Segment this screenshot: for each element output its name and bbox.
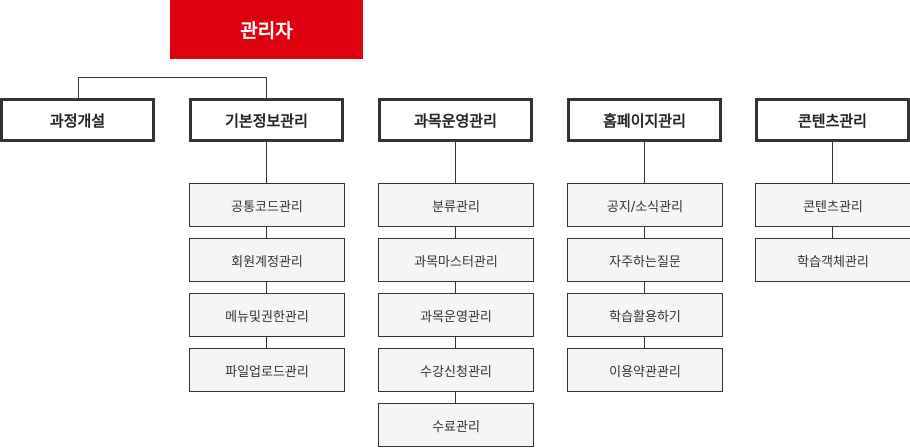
connector-line [78, 77, 267, 78]
connector-line [455, 142, 456, 183]
connector-line [266, 337, 267, 348]
sub-node: 분류관리 [378, 183, 534, 227]
sub-node: 메뉴및권한관리 [189, 293, 345, 337]
connector-line [455, 392, 456, 403]
connector-line [455, 282, 456, 293]
sub-node: 공지/소식관리 [567, 183, 723, 227]
sub-node: 수료관리 [378, 403, 534, 447]
connector-line [644, 142, 645, 183]
sub-node: 과목마스터관리 [378, 238, 534, 282]
connector-line [832, 227, 833, 238]
category-node: 콘텐츠관리 [755, 98, 910, 142]
connector-line [266, 142, 267, 183]
connector-line [644, 337, 645, 348]
sub-node: 수강신청관리 [378, 348, 534, 392]
sub-node: 공통코드관리 [189, 183, 345, 227]
category-node: 기본정보관리 [189, 98, 344, 142]
connector-line [455, 337, 456, 348]
sub-node: 과목운영관리 [378, 293, 534, 337]
sub-node: 콘텐츠관리 [755, 183, 910, 227]
connector-line [266, 227, 267, 238]
sub-node: 자주하는질문 [567, 238, 723, 282]
connector-line [455, 227, 456, 238]
sub-node: 학습활용하기 [567, 293, 723, 337]
sub-node: 학습객체관리 [755, 238, 910, 282]
connector-line [644, 227, 645, 238]
connector-line [266, 77, 267, 98]
category-node: 과목운영관리 [378, 98, 533, 142]
root-node-admin: 관리자 [170, 0, 363, 59]
sub-node: 이용약관관리 [567, 348, 723, 392]
sub-node: 파일업로드관리 [189, 348, 345, 392]
connector-line [78, 77, 79, 98]
category-node: 과정개설 [0, 98, 155, 142]
connector-line [832, 142, 833, 183]
connector-line [266, 282, 267, 293]
connector-line [644, 282, 645, 293]
category-node: 홈페이지관리 [567, 98, 722, 142]
sub-node: 회원계정관리 [189, 238, 345, 282]
